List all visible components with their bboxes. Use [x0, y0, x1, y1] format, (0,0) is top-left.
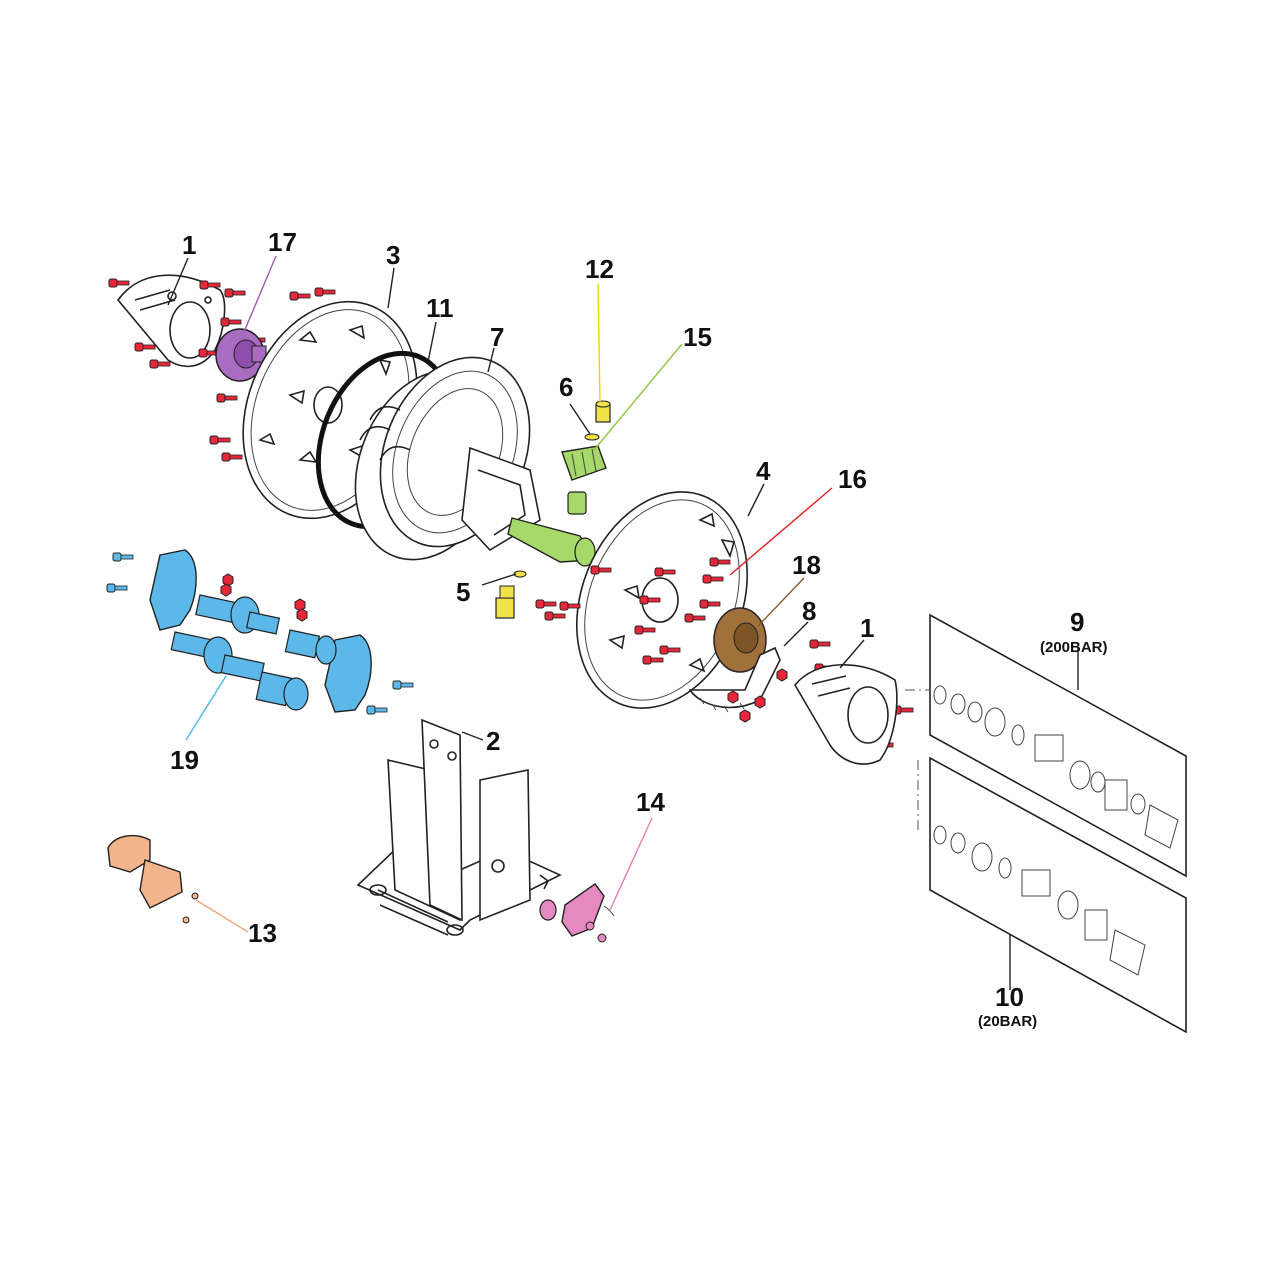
callout-16: 16	[838, 464, 867, 494]
callout-1-left: 1	[182, 230, 196, 260]
stand-2	[356, 718, 562, 936]
callout-13: 13	[248, 918, 277, 948]
flange-plate-right	[794, 663, 898, 765]
callout-5: 5	[456, 577, 470, 607]
stop-13	[107, 834, 199, 924]
ratchet-8	[688, 646, 781, 713]
leader-lines	[167, 255, 1079, 990]
callout-6: 6	[559, 372, 573, 402]
washer-6	[584, 433, 600, 441]
callout-labels: 1 17 3 11 7 12 15 6 4 16 18 8 1 5 9 19 2…	[170, 227, 1108, 1030]
hub-18	[713, 607, 767, 673]
latch-14	[539, 883, 615, 943]
callout-4: 4	[756, 456, 771, 486]
callout-17: 17	[268, 227, 297, 257]
callout-9: 9	[1070, 607, 1084, 637]
callout-15: 15	[683, 322, 712, 352]
hub-17	[215, 328, 267, 382]
kit-box-10	[929, 756, 1187, 1034]
callout-7: 7	[490, 322, 504, 352]
coupler-5	[495, 570, 527, 619]
callout-11: 11	[426, 293, 454, 323]
fitting-12	[595, 400, 611, 423]
swivel-15	[507, 445, 607, 567]
callout-3: 3	[386, 240, 400, 270]
callout-18: 18	[792, 550, 821, 580]
sublabel-200bar: (200BAR)	[1040, 639, 1108, 656]
callout-10: 10	[995, 982, 1024, 1012]
callout-12: 12	[585, 254, 614, 284]
drum-7	[354, 356, 541, 561]
callout-19: 19	[170, 745, 199, 775]
kit-box-9	[929, 613, 1187, 878]
bracket-19	[149, 549, 372, 713]
callout-1-right: 1	[860, 613, 874, 643]
callout-14: 14	[636, 787, 665, 817]
callout-8: 8	[802, 596, 816, 626]
callout-2: 2	[486, 726, 500, 756]
sublabel-20bar: (20BAR)	[978, 1013, 1037, 1030]
